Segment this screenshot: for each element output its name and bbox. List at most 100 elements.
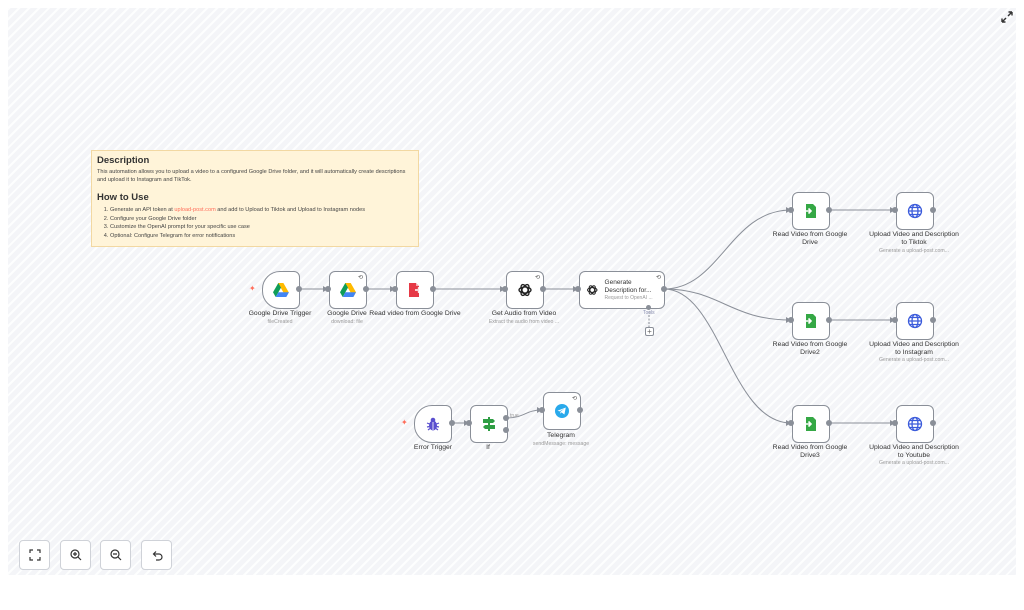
node-generate-description[interactable]: ⟲ Generate Description for... Request to… <box>579 271 665 309</box>
node-text: Generate Description for... Request to O… <box>605 279 664 301</box>
node-label: Error Trigger <box>413 444 453 451</box>
node-label: Google Drive Trigger <box>248 310 312 317</box>
tools-port[interactable] <box>646 305 651 310</box>
globe-icon <box>907 313 923 329</box>
input-port[interactable] <box>788 207 794 213</box>
input-port[interactable] <box>892 317 898 323</box>
reset-zoom-button[interactable] <box>141 540 172 570</box>
read-file-icon <box>804 314 816 328</box>
input-port[interactable] <box>892 207 898 213</box>
refresh-icon: ⟲ <box>534 275 540 281</box>
globe-icon <box>907 203 923 219</box>
node-read-video-1[interactable] <box>792 192 830 230</box>
upload-post-link[interactable]: upload-post.com <box>174 207 216 213</box>
fit-view-button[interactable] <box>19 540 50 570</box>
node-telegram[interactable]: ⟲ <box>543 392 581 430</box>
output-port[interactable] <box>430 286 436 292</box>
node-label: Upload Video and Description to Tiktok <box>869 231 959 246</box>
node-subtitle: Generate a upload-post.com... <box>878 460 950 466</box>
node-subtitle: fileCreated <box>267 319 293 325</box>
output-port[interactable] <box>826 317 832 323</box>
add-tool-button[interactable]: + <box>645 327 654 336</box>
input-port[interactable] <box>502 286 508 292</box>
globe-icon <box>907 416 923 432</box>
true-branch-label: true <box>510 413 519 419</box>
note-steps: Generate an API token at upload-post.com… <box>97 206 413 240</box>
node-label: If <box>486 444 490 451</box>
refresh-icon: ⟲ <box>655 275 661 281</box>
input-port[interactable] <box>392 286 398 292</box>
node-read-video-2[interactable] <box>792 302 830 340</box>
zoom-in-button[interactable] <box>60 540 91 570</box>
node-google-drive[interactable]: ⟲ <box>329 271 367 309</box>
output-port[interactable] <box>826 207 832 213</box>
node-label: Read Video from Google Drive <box>772 231 848 246</box>
telegram-icon <box>555 404 569 418</box>
output-port[interactable] <box>930 317 936 323</box>
node-subtitle: Generate a upload-post.com... <box>878 248 950 254</box>
openai-icon <box>518 283 532 297</box>
note-description-title: Description <box>97 155 150 166</box>
input-port[interactable] <box>466 420 472 426</box>
openai-icon <box>587 285 598 295</box>
note-howto-title: How to Use <box>97 192 149 203</box>
trigger-bolt-icon: ✦ <box>401 418 408 427</box>
node-title: Generate Description for... <box>604 279 652 294</box>
zoom-in-icon <box>69 549 81 561</box>
google-drive-icon <box>340 283 356 297</box>
undo-icon <box>152 551 163 561</box>
bug-icon <box>426 417 440 431</box>
true-output-port[interactable] <box>503 415 509 421</box>
input-port[interactable] <box>788 317 794 323</box>
node-label: Read video from Google Drive <box>369 310 461 317</box>
node-label: Telegram <box>547 432 575 439</box>
output-port[interactable] <box>540 286 546 292</box>
output-port[interactable] <box>363 286 369 292</box>
false-output-port[interactable] <box>503 427 509 433</box>
note-step: Generate an API token at upload-post.com… <box>110 206 413 215</box>
node-label: Upload Video and Description to Youtube <box>869 444 959 459</box>
node-label: Upload Video and Description to Instagra… <box>869 341 959 356</box>
output-port[interactable] <box>661 286 667 292</box>
output-port[interactable] <box>930 420 936 426</box>
node-read-video[interactable] <box>396 271 434 309</box>
node-upload-instagram[interactable] <box>896 302 934 340</box>
note-step: Customize the OpenAI prompt for your spe… <box>110 223 413 232</box>
output-port[interactable] <box>577 407 583 413</box>
google-drive-icon <box>273 283 289 297</box>
note-description-text: This automation allows you to upload a v… <box>97 169 406 183</box>
output-port[interactable] <box>296 286 302 292</box>
output-port[interactable] <box>449 420 455 426</box>
node-get-audio[interactable]: ⟲ <box>506 271 544 309</box>
zoom-out-icon <box>109 549 121 561</box>
input-port[interactable] <box>539 407 545 413</box>
read-file-icon <box>804 204 816 218</box>
node-subtitle: download: file <box>331 319 363 325</box>
expand-icon[interactable] <box>1000 10 1014 24</box>
read-file-icon <box>409 283 423 297</box>
node-upload-youtube[interactable] <box>896 405 934 443</box>
fit-view-icon <box>28 549 41 561</box>
node-label: Read Video from Google Drive3 <box>772 444 848 459</box>
output-port[interactable] <box>826 420 832 426</box>
zoom-out-button[interactable] <box>100 540 131 570</box>
node-subtitle: Extract the audio from video ... <box>488 319 560 325</box>
input-port[interactable] <box>892 420 898 426</box>
tools-label: Tools <box>643 310 655 316</box>
sticky-note[interactable]: Description This automation allows you t… <box>91 150 419 247</box>
node-upload-tiktok[interactable] <box>896 192 934 230</box>
node-subtitle: Request to OpenAI ... <box>604 295 653 301</box>
node-subtitle: Generate a upload-post.com... <box>878 357 950 363</box>
input-port[interactable] <box>325 286 331 292</box>
input-port[interactable] <box>575 286 581 292</box>
node-google-drive-trigger[interactable] <box>262 271 300 309</box>
trigger-bolt-icon: ✦ <box>249 284 256 293</box>
refresh-icon: ⟲ <box>357 275 363 281</box>
node-if[interactable] <box>470 405 508 443</box>
node-label: Google Drive <box>327 310 367 317</box>
output-port[interactable] <box>930 207 936 213</box>
input-port[interactable] <box>788 420 794 426</box>
node-read-video-3[interactable] <box>792 405 830 443</box>
note-step: Configure your Google Drive folder <box>110 215 413 224</box>
node-error-trigger[interactable] <box>414 405 452 443</box>
